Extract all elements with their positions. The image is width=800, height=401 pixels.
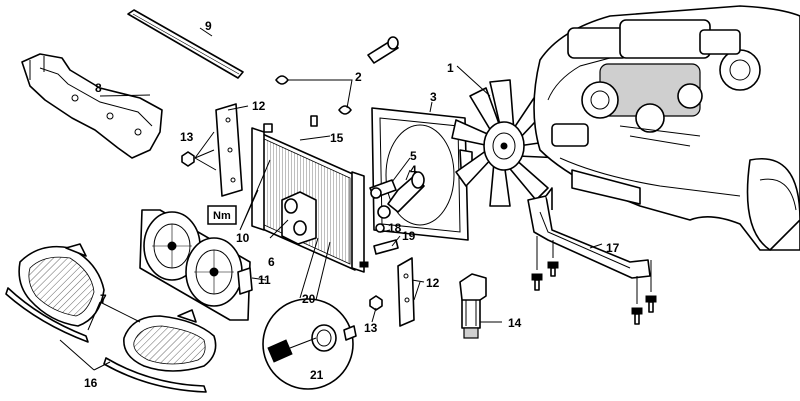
callout-10: 10: [236, 231, 250, 245]
part-17-lower-bracket: [527, 187, 651, 279]
part-9-seal-strip: [127, 9, 244, 79]
callout-3: 3: [430, 90, 437, 104]
torque-badge-text: Nm: [213, 210, 231, 222]
bolt-a: [547, 261, 559, 277]
bolts: [531, 236, 657, 325]
callout-8: 8: [95, 81, 102, 95]
callout-9: 9: [205, 19, 212, 33]
part-12-mounting-plate-lower: [397, 257, 415, 327]
part-16-trim-strips: [5, 287, 207, 393]
part-13-fastener-lower: [369, 295, 383, 311]
callout-6: 6: [268, 255, 275, 269]
callout-2: 2: [355, 70, 362, 84]
callout-5: 5: [410, 149, 417, 163]
callout-12: 12: [252, 99, 266, 113]
bolt-b: [531, 273, 543, 291]
part-18-19-drain: [359, 239, 399, 268]
callout-15: 15: [330, 131, 344, 145]
part-13-fastener-upper: [181, 131, 217, 171]
callout-16: 16: [84, 376, 98, 390]
part-11-electric-fans: [139, 209, 253, 321]
part-1-fan: [451, 79, 563, 207]
callout-labels: 1 2 3 4 5 6 7 8 9 10 11 12 12 13 13 14 1…: [84, 19, 620, 390]
callout-4: 4: [410, 163, 417, 177]
part-7-headlamp-right: [123, 309, 217, 372]
part-5-hose-clamp: [369, 179, 397, 199]
bolt-c: [645, 295, 657, 313]
callout-14: 14: [508, 316, 522, 330]
part-12-mounting-plate-upper: [215, 103, 243, 197]
callout-21: 21: [310, 368, 324, 382]
part-2-hose: [367, 36, 399, 64]
callout-leaders: [59, 27, 603, 371]
bolt-d: [631, 307, 643, 325]
callout-17: 17: [606, 241, 620, 255]
part-4-hose: [375, 171, 425, 233]
callout-13-lower: 13: [364, 321, 378, 335]
callout-19: 19: [402, 229, 416, 243]
part-8-support-bracket: [21, 53, 163, 159]
vehicle-front-engine-bay: [533, 5, 800, 251]
part-2-clips: [275, 75, 353, 127]
part-7-headlamp-left: [18, 243, 105, 327]
callout-13: 13: [180, 130, 194, 144]
part-15-radiator: [251, 123, 365, 273]
callout-12-lower: 12: [426, 276, 440, 290]
callout-20: 20: [302, 292, 316, 306]
callout-18: 18: [388, 221, 402, 235]
torque-badge: Nm: [207, 205, 237, 225]
callout-11: 11: [258, 273, 271, 287]
callout-7: 7: [100, 292, 107, 306]
detail-inset-20-21: [262, 237, 357, 390]
part-14-sensor: [459, 273, 487, 339]
callout-1: 1: [447, 61, 454, 75]
